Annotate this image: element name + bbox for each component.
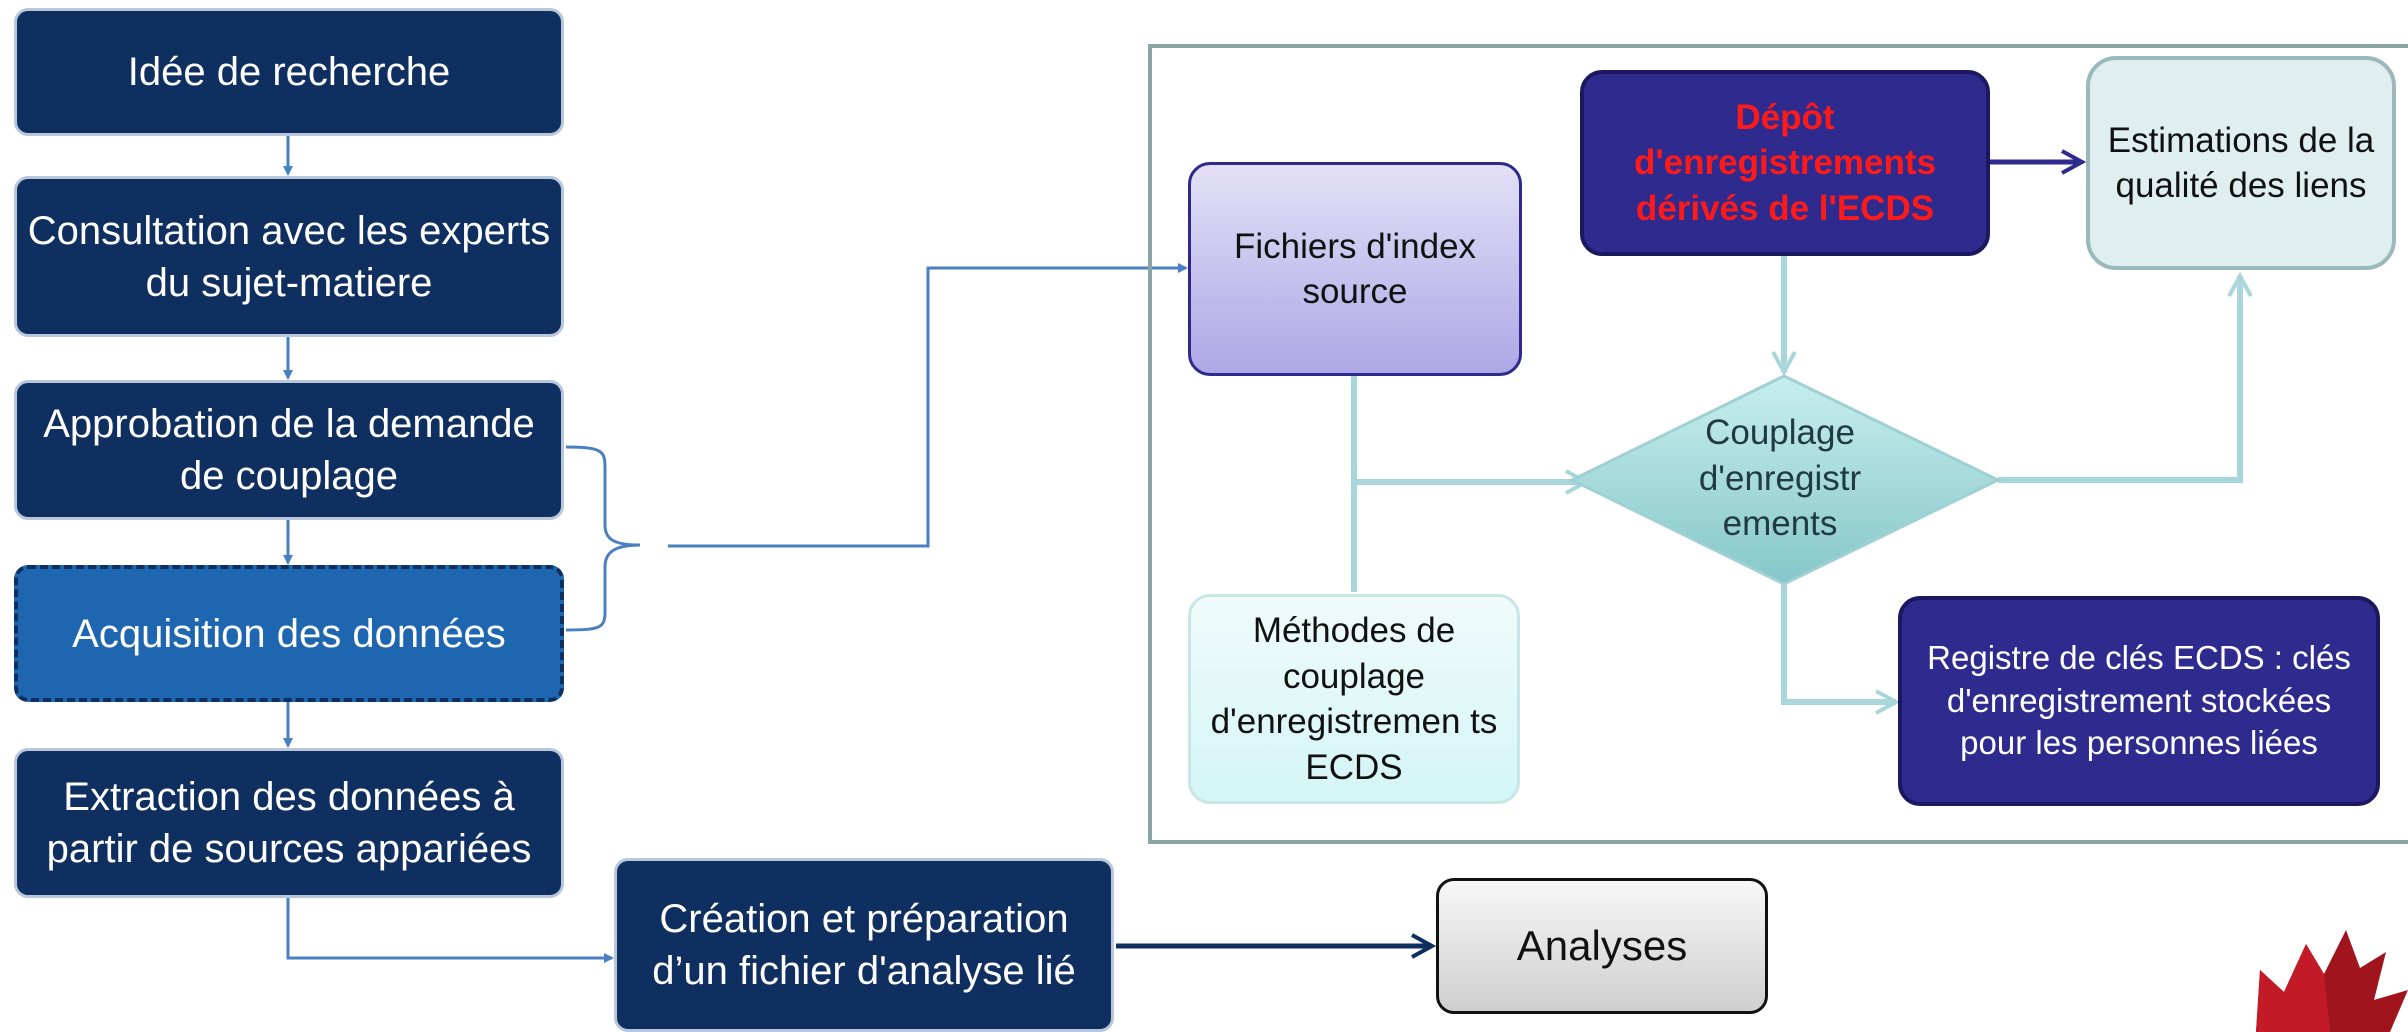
analyses-box[interactable]: Analyses xyxy=(1436,878,1768,1014)
consultation-box[interactable]: Consultation avec les experts du sujet-m… xyxy=(14,176,564,337)
extraction-label: Extraction des données à partir de sourc… xyxy=(46,775,532,871)
methods-box[interactable]: Méthodes de couplage d'enregistremen ts … xyxy=(1188,594,1520,804)
creation-box[interactable]: Création et préparation d’un fichier d'a… xyxy=(614,858,1114,1032)
analyses-label: Analyses xyxy=(1516,921,1688,969)
linkage-frame xyxy=(1148,44,2408,844)
source-files-box[interactable]: Fichiers d'index source xyxy=(1188,162,1522,376)
group-brace xyxy=(565,445,641,632)
creation-label: Création et préparation d’un fichier d'a… xyxy=(652,897,1076,993)
quality-label: Estimations de la qualité des liens xyxy=(2107,120,2375,206)
red-maple-leaf-icon xyxy=(2256,930,2408,1032)
arrow-coupling-to-quality xyxy=(1998,276,2240,483)
source-files-label: Fichiers d'index source xyxy=(1233,226,1477,312)
coupling-diamond xyxy=(1568,374,2002,586)
research-idea-label: Idée de recherche xyxy=(127,50,451,94)
research-idea-box[interactable]: Idée de recherche xyxy=(14,8,564,136)
registry-label: Registre de clés ECDS : clés d'enregistr… xyxy=(1927,638,2351,762)
approval-box[interactable]: Approbation de la demande de couplage xyxy=(14,380,564,520)
deposit-label: Dépôt d'enregistrements dérivés de l'ECD… xyxy=(1633,97,1937,228)
extraction-box[interactable]: Extraction des données à partir de sourc… xyxy=(14,748,564,898)
acquisition-label: Acquisition des données xyxy=(72,611,506,656)
deposit-box[interactable]: Dépôt d'enregistrements dérivés de l'ECD… xyxy=(1580,70,1990,256)
quality-box[interactable]: Estimations de la qualité des liens xyxy=(2086,56,2396,270)
methods-label: Méthodes de couplage d'enregistremen ts … xyxy=(1210,611,1498,787)
coupling-label: Couplage d'enregistr ements xyxy=(1698,413,1862,543)
arrow-coupling-to-registry xyxy=(1781,584,1896,702)
consultation-label: Consultation avec les experts du sujet-m… xyxy=(27,208,551,305)
arrow-brace-to-source-files xyxy=(668,263,1188,548)
acquisition-box[interactable]: Acquisition des données xyxy=(14,565,564,702)
registry-box[interactable]: Registre de clés ECDS : clés d'enregistr… xyxy=(1898,596,2380,806)
arrow-extraction-to-creation xyxy=(286,898,614,963)
approval-label: Approbation de la demande de couplage xyxy=(43,402,535,498)
